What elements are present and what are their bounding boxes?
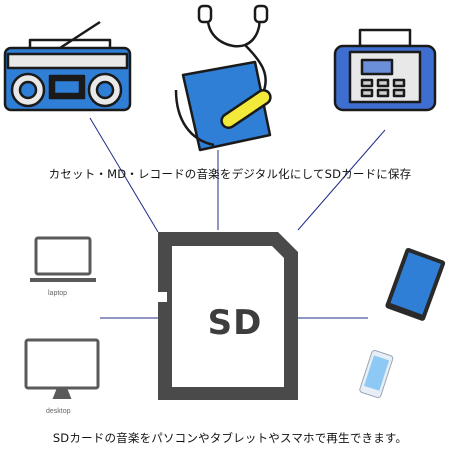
connector-lines bbox=[89, 117, 386, 319]
boombox-icon bbox=[3, 20, 132, 112]
smartphone-icon bbox=[359, 350, 394, 399]
desktop-label: desktop bbox=[46, 408, 71, 415]
connector-cd-radio bbox=[297, 129, 386, 231]
tablet-icon bbox=[385, 247, 446, 321]
bottom-caption: SDカードの音楽をパソコンやタブレットやスマホで再生できます。 bbox=[52, 431, 408, 445]
cd-radio-icon bbox=[333, 28, 437, 112]
laptop-label: laptop bbox=[48, 290, 68, 297]
laptop-icon bbox=[30, 236, 96, 282]
sd-card-icon bbox=[155, 232, 298, 400]
connector-boombox bbox=[89, 117, 159, 233]
top-caption: カセット・MD・レコードの音楽をデジタル化にしてSDカードに保存 bbox=[48, 167, 412, 181]
md-player-icon bbox=[174, 4, 272, 152]
sd-card-label: SD bbox=[207, 303, 263, 343]
desktop-icon bbox=[24, 338, 100, 399]
